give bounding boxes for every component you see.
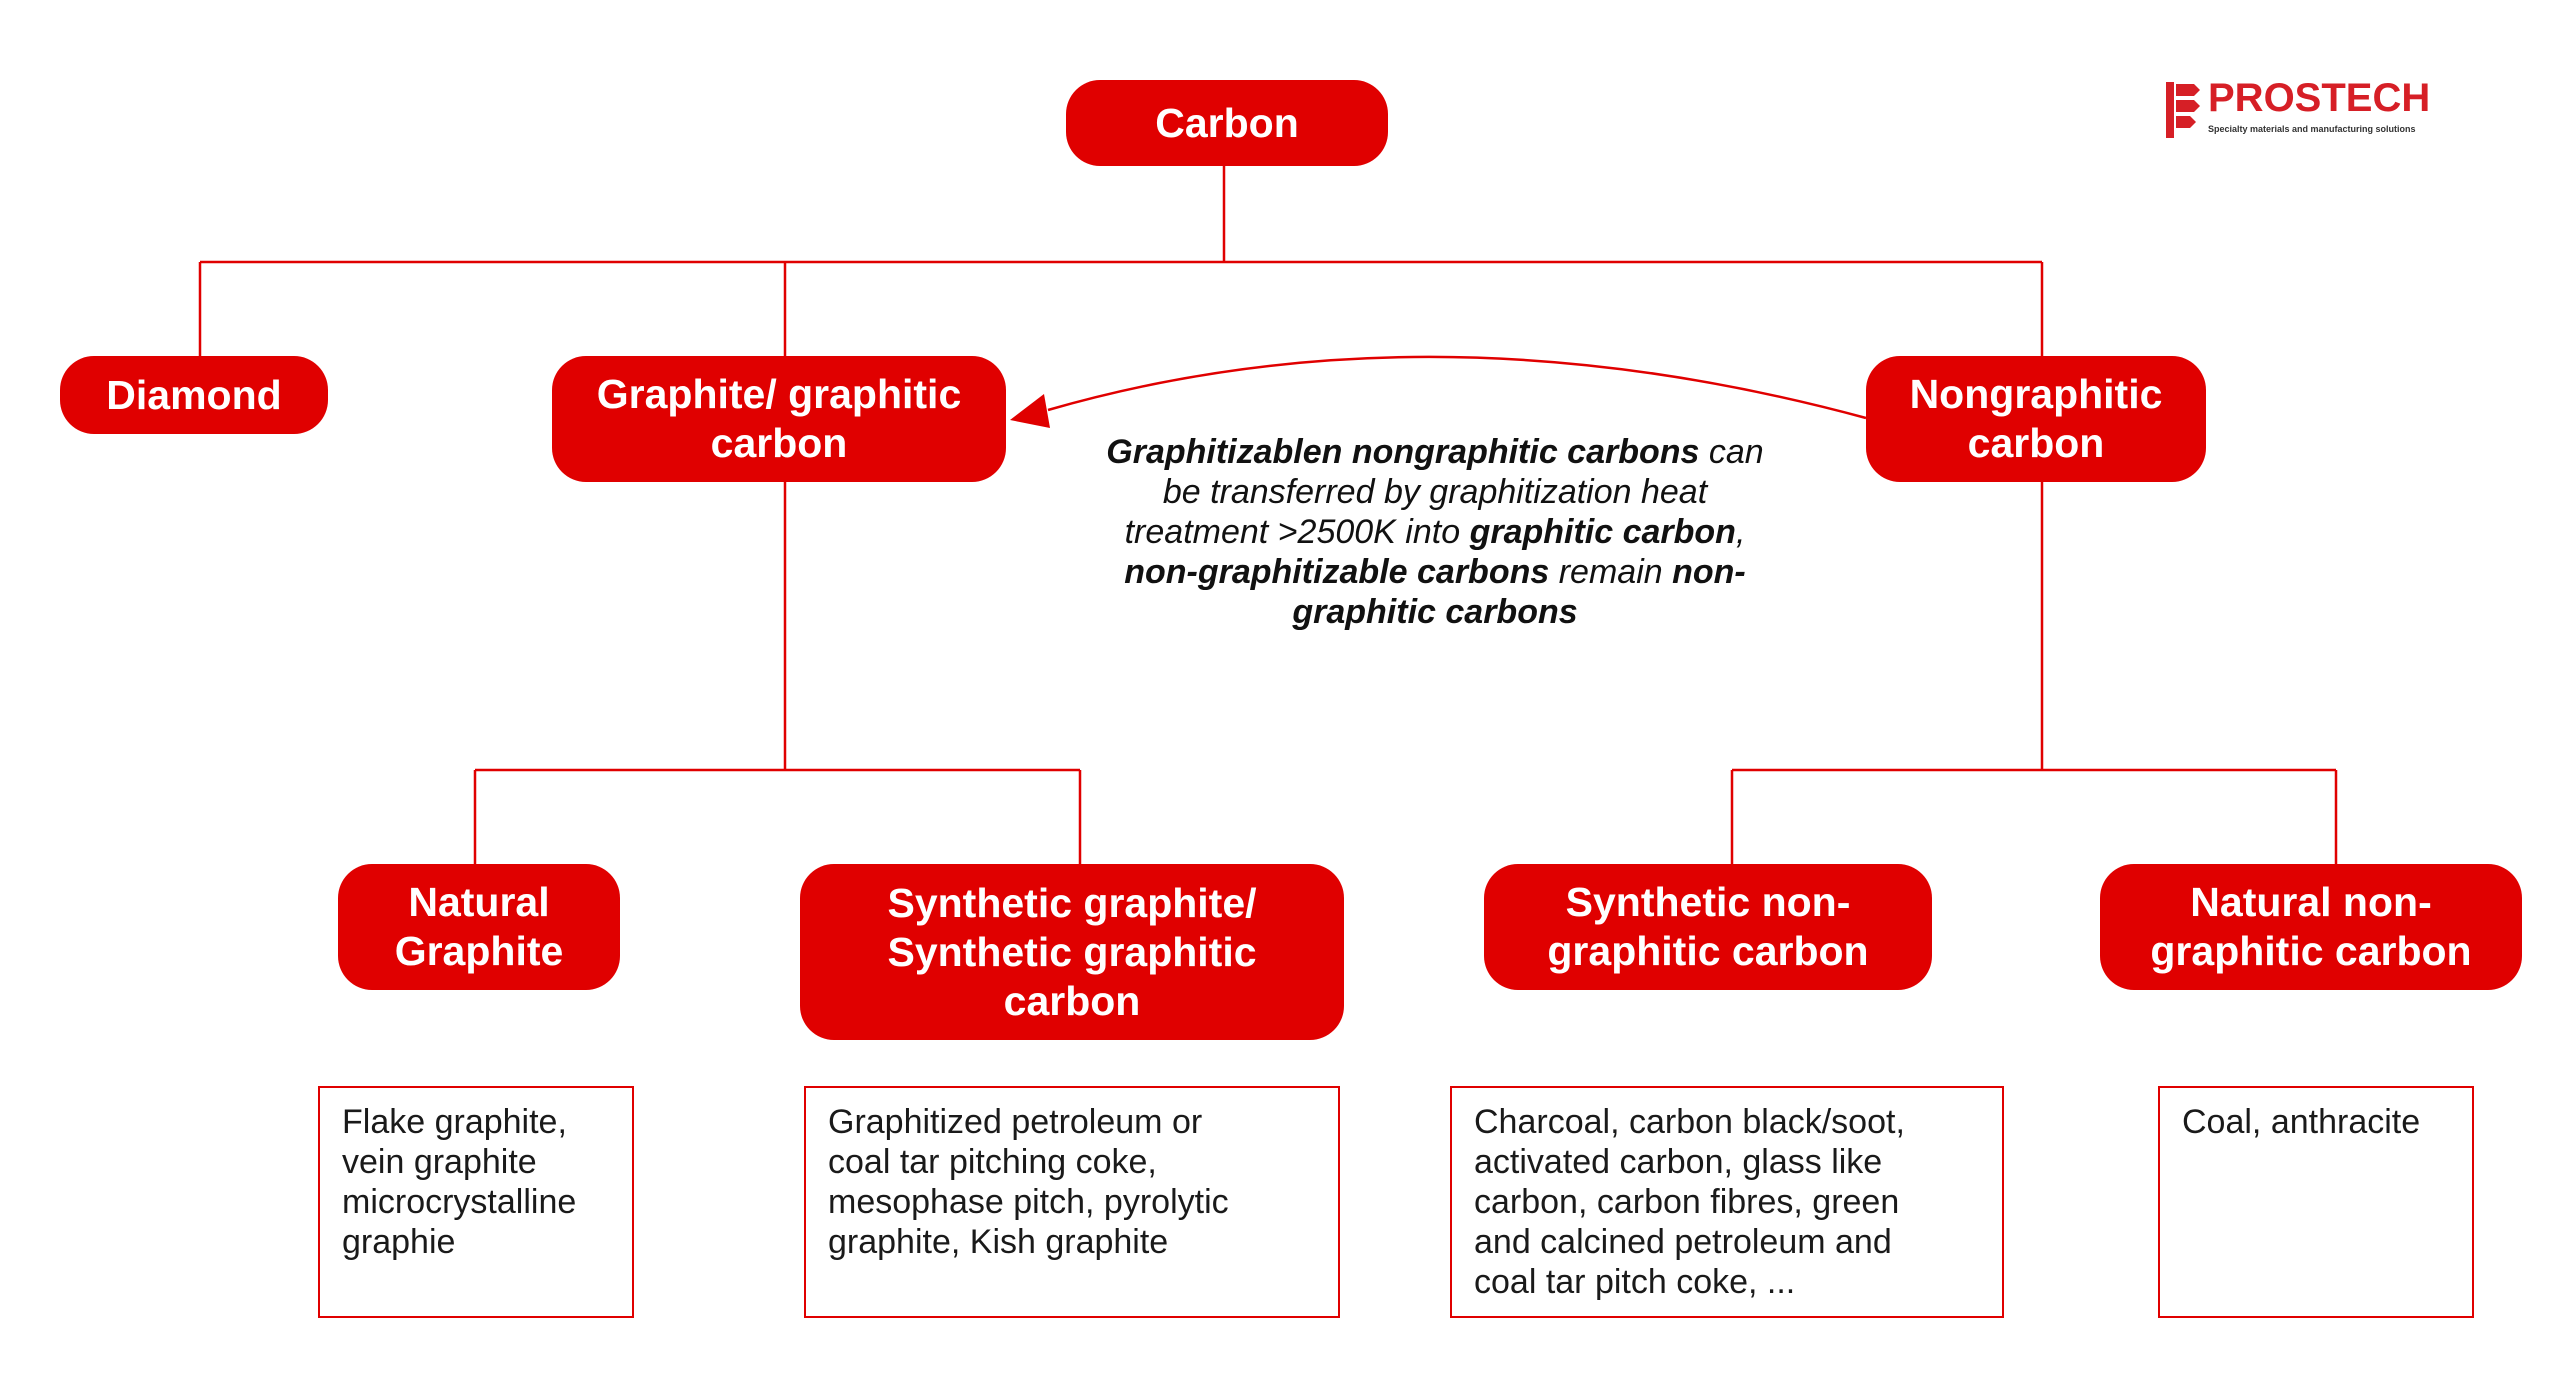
note-segment: remain	[1549, 553, 1673, 591]
prostech-logo-icon	[2166, 82, 2200, 138]
note-segment: can be transferred by graphitization hea…	[1124, 433, 1764, 551]
examples-natural-graphite: Flake graphite, vein graphite microcryst…	[318, 1086, 634, 1318]
examples-synthetic-nongraphitic: Charcoal, carbon black/soot, activated c…	[1450, 1086, 2004, 1318]
node-natural-graphite: Natural Graphite	[338, 864, 620, 990]
logo-name: PROSTECH	[2208, 76, 2431, 120]
note-segment: ,	[1735, 513, 1746, 551]
node-synthetic-graphite: Synthetic graphite/ Synthetic graphitic …	[800, 864, 1344, 1040]
node-carbon: Carbon	[1066, 80, 1388, 166]
examples-natural-nongraphitic: Coal, anthracite	[2158, 1086, 2474, 1318]
note-segment: graphitic carbon	[1469, 513, 1736, 551]
graphitization-note: Graphitizablen nongraphitic carbons can …	[1105, 432, 1765, 632]
examples-synthetic-graphite: Graphitized petroleum or coal tar pitchi…	[804, 1086, 1340, 1318]
node-nongraphitic: Nongraphitic carbon	[1866, 356, 2206, 482]
node-graphite: Graphite/ graphitic carbon	[552, 356, 1006, 482]
node-natural-nongraphitic: Natural non- graphitic carbon	[2100, 864, 2522, 990]
arrow-head-icon	[1010, 394, 1050, 428]
node-synthetic-nongraphitic: Synthetic non- graphitic carbon	[1484, 864, 1932, 990]
logo-tagline: Specialty materials and manufacturing so…	[2208, 124, 2416, 134]
note-segment: Graphitizablen nongraphitic carbons	[1106, 433, 1700, 471]
note-segment: non-graphitizable carbons	[1124, 553, 1550, 591]
note-segment: non-graphitic carbons	[1292, 553, 1746, 631]
prostech-logo: PROSTECH Specialty materials and manufac…	[2164, 76, 2464, 144]
node-diamond: Diamond	[60, 356, 328, 434]
